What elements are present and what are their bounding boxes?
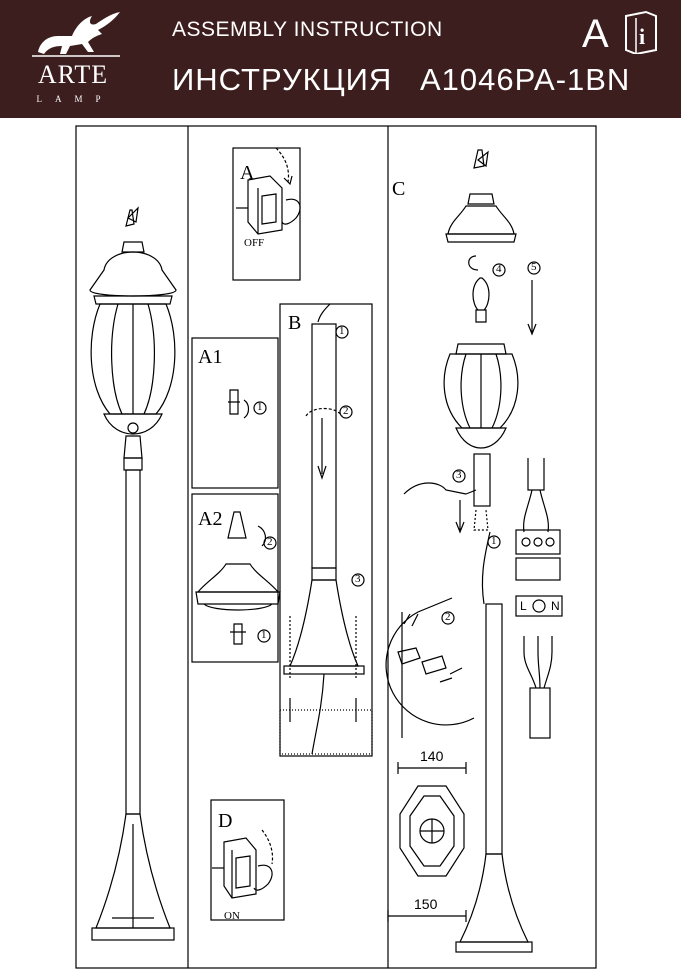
step-b-pole-mounting xyxy=(279,303,373,757)
callout-a1-1: 1 xyxy=(257,401,263,413)
brand-logo-icon xyxy=(32,12,120,57)
step-c-lantern-assembly xyxy=(403,149,537,953)
svg-text:i: i xyxy=(639,24,645,49)
callout-a2-2: 2 xyxy=(267,536,273,548)
model-number: A1046PA-1BN xyxy=(420,62,631,97)
callout-c-5: 5 xyxy=(531,261,537,273)
step-a1-label: A1 xyxy=(198,346,223,368)
lamp-overview-illustration xyxy=(89,206,177,941)
step-d-label: D xyxy=(218,810,233,832)
step-a-label: A xyxy=(240,162,255,184)
terminal-l-label: L xyxy=(520,599,527,613)
step-d-state-label: ON xyxy=(224,910,240,922)
callout-c-2: 2 xyxy=(445,611,451,623)
header-bar: ARTE LAMP ASSEMBLY INSTRUCTION ИНСТРУКЦИ… xyxy=(0,0,681,118)
callout-c-1: 1 xyxy=(491,535,497,547)
callout-b-2: 2 xyxy=(343,405,349,417)
step-b-label: B xyxy=(288,312,302,334)
terminal-n-label: N xyxy=(551,599,560,613)
assembly-diagram xyxy=(75,125,597,969)
step-d-switch-on xyxy=(210,799,285,921)
title-russian: ИНСТРУКЦИЯ xyxy=(172,62,393,97)
step-c-label: C xyxy=(392,178,406,200)
instruction-book-icon: i xyxy=(625,10,657,54)
step-c-wiring-diagram xyxy=(515,458,563,739)
callout-b-1: 1 xyxy=(339,325,345,337)
diagram-frame xyxy=(75,125,597,969)
dimension-top: 140 xyxy=(420,748,444,764)
callout-c-3: 3 xyxy=(456,469,462,481)
dimension-bottom: 150 xyxy=(414,896,438,912)
base-dimension-sketch xyxy=(387,762,467,922)
callout-a2-1: 1 xyxy=(261,629,267,641)
step-a2-label: A2 xyxy=(198,508,223,530)
callout-b-3: 3 xyxy=(355,573,361,585)
step-a-state-label: OFF xyxy=(244,237,265,249)
section-letter: A xyxy=(582,12,609,56)
brand-name: ARTE xyxy=(37,60,109,89)
callout-c-4: 4 xyxy=(496,263,502,275)
step-c-bracket-detail xyxy=(385,597,475,738)
step-a1-screw xyxy=(191,337,279,489)
step-a2-head-assembly xyxy=(191,493,281,663)
step-a-switch-off xyxy=(232,147,301,281)
brand-subtitle: LAMP xyxy=(36,94,114,104)
callout-circles xyxy=(253,261,541,643)
title-english: ASSEMBLY INSTRUCTION xyxy=(172,18,443,41)
